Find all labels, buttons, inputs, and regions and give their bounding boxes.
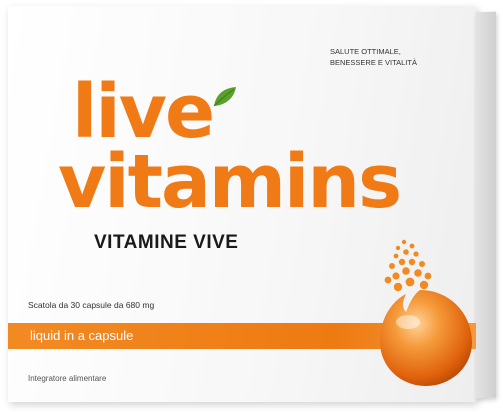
product-subtitle: VITAMINE VIVE: [94, 232, 239, 253]
package-contents: Scatola da 30 capsule da 680 mg: [28, 300, 155, 310]
leaf-icon: [213, 87, 236, 107]
product-category: Integratore alimentare: [28, 374, 107, 383]
tagline-text: SALUTE OTTIMALE, BENESSERE E VITALITÀ: [330, 47, 417, 67]
capsule-bubbles-icon: [380, 239, 472, 386]
logo-live: live: [72, 69, 215, 155]
tagline: SALUTE OTTIMALE, BENESSERE E VITALITÀ: [330, 46, 460, 68]
logo-vitamins: vitamins: [58, 139, 402, 225]
band-label: liquid in a capsule: [30, 328, 134, 343]
